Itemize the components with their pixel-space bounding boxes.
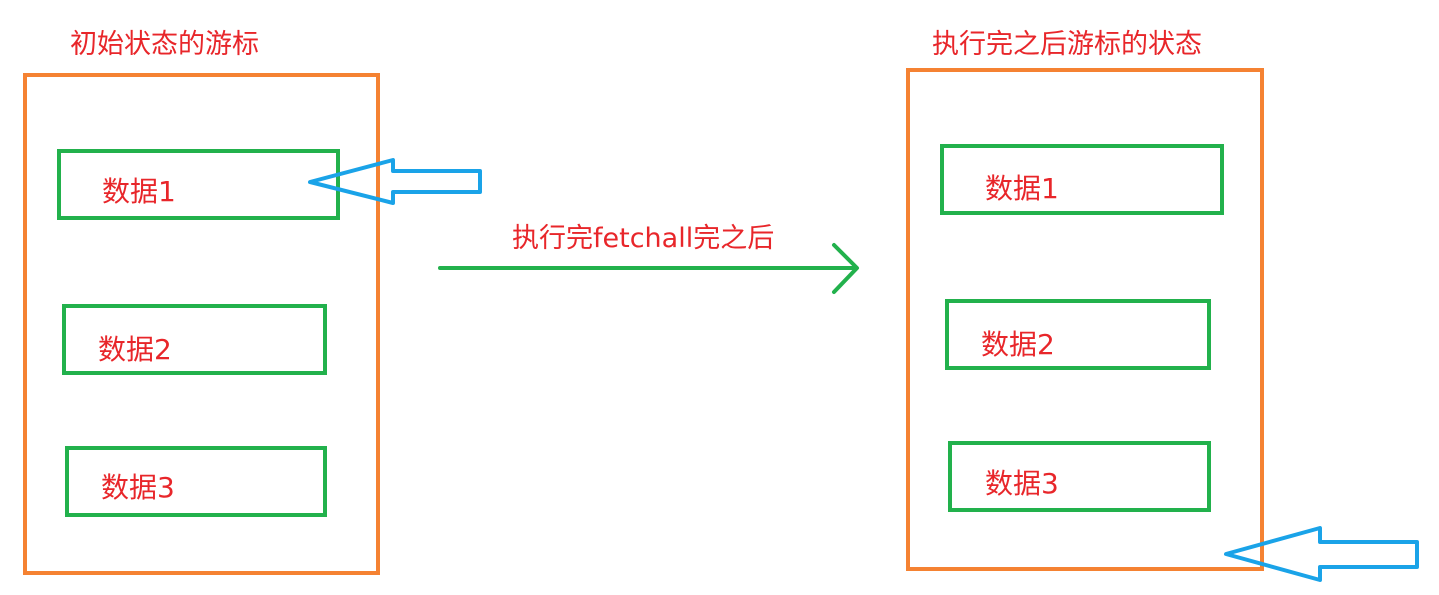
right-record-3 [948, 441, 1211, 512]
right-record-3-label: 数据3 [985, 467, 1059, 500]
right-record-2-label: 数据2 [981, 328, 1055, 361]
left-record-1 [57, 149, 340, 220]
transition-label: 执行完fetchall完之后 [512, 223, 775, 254]
transition-arrow [438, 243, 859, 294]
left-cursor-arrow-icon [308, 158, 482, 205]
left-record-2-label: 数据2 [98, 333, 172, 366]
left-record-1-label: 数据1 [102, 175, 176, 208]
right-panel-title: 执行完之后游标的状态 [932, 29, 1202, 60]
left-cursor-panel [23, 73, 380, 575]
right-cursor-panel [906, 68, 1264, 571]
left-record-3-label: 数据3 [101, 471, 175, 504]
right-record-2 [945, 299, 1211, 370]
left-record-3 [65, 446, 327, 517]
right-cursor-arrow-icon [1224, 526, 1419, 582]
right-record-1-label: 数据1 [985, 172, 1059, 205]
left-panel-title: 初始状态的游标 [70, 29, 259, 60]
right-record-1 [940, 144, 1224, 215]
left-record-2 [62, 304, 327, 375]
